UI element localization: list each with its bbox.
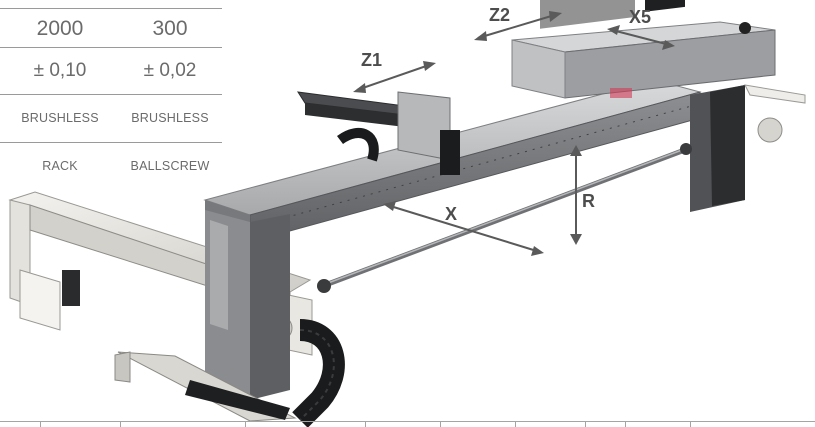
drive-value-x: RACK [42,159,78,173]
axis-label-x5: X5 [629,7,651,27]
z1-finger [297,91,460,175]
center-column [205,210,290,400]
spec-row-motor: BRUSHLESS BRUSHLESS [0,95,222,143]
spec-row-tolerance: ± 0,10 ± 0,02 [0,48,222,95]
axis-arrows [353,11,675,256]
r-axis-rod [317,143,692,293]
bottom-finger-plate [114,351,297,422]
stroke-value-r: 300 [152,17,188,40]
spec-table: 2000 300 ± 0,10 ± 0,02 BRUSHLESS BRUSHLE… [0,0,222,181]
axis-label-z1: Z1 [361,50,382,70]
stroke-value-x: 2000 [36,17,84,40]
tolerance-value-r: ± 0,02 [143,60,197,81]
motor-value-x: BRUSHLESS [21,111,99,125]
axis-label-x: X [445,204,457,224]
bottom-table-rule [0,421,815,422]
axis-label-z2: Z2 [489,5,510,25]
axis-label-r: R [582,191,595,211]
upper-carriage [511,0,776,99]
cable-chain [292,127,379,427]
right-bracket [744,84,806,143]
right-column [690,85,745,212]
tolerance-value-x: ± 0,10 [33,60,87,81]
drive-value-r: BALLSCREW [130,159,210,173]
spec-row-drive: RACK BALLSCREW [0,143,222,189]
motor-value-r: BRUSHLESS [131,111,209,125]
spec-row-stroke: 2000 300 [0,8,222,48]
